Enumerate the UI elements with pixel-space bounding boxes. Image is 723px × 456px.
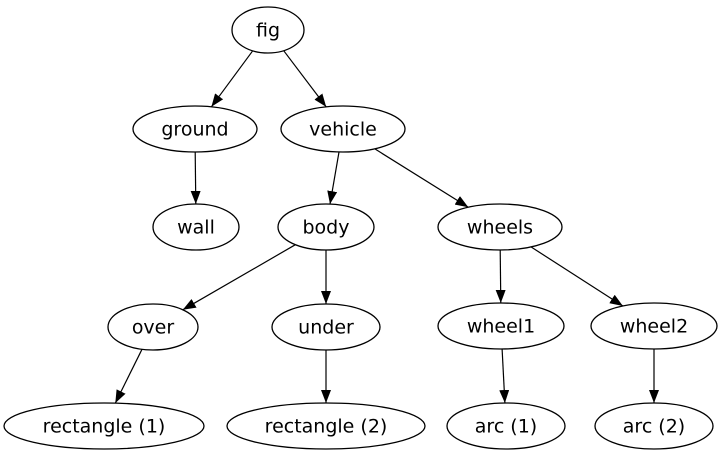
edge-over-to-rect1 (114, 349, 143, 404)
node-ellipse-fig (231, 6, 305, 54)
edge-body-to-over (182, 244, 296, 311)
node-ground: ground (132, 105, 258, 153)
node-wall: wall (152, 203, 240, 251)
node-label-rect1: rectangle (1) (43, 416, 166, 438)
edge-wheels-to-wheel2 (530, 246, 624, 307)
node-wheel1: wheel1 (437, 302, 565, 350)
node-fig: fig (231, 6, 305, 54)
node-label-arc2: arc (2) (623, 416, 685, 438)
node-under: under (271, 303, 381, 351)
edge-wheel1-to-arc1 (499, 348, 510, 404)
node-ellipse-ground (132, 105, 258, 153)
edge-layer (114, 50, 659, 404)
node-wheels: wheels (437, 203, 563, 251)
node-ellipse-rect1 (3, 402, 205, 450)
edge-ground-to-wall (190, 151, 201, 205)
node-over: over (107, 303, 199, 351)
node-ellipse-body (277, 203, 375, 251)
node-body: body (277, 203, 375, 251)
edge-vehicle-to-body (327, 151, 340, 205)
node-label-rect2: rectangle (2) (265, 416, 388, 438)
node-label-fig: fig (256, 20, 280, 42)
node-label-over: over (132, 317, 175, 339)
node-label-body: body (303, 217, 350, 239)
node-label-wheel2: wheel2 (620, 316, 688, 338)
node-label-wall: wall (177, 217, 215, 239)
edge-fig-to-ground (210, 50, 254, 108)
edge-fig-to-vehicle (283, 50, 327, 108)
edge-wheels-to-wheel1 (495, 249, 506, 304)
node-label-arc1: arc (1) (475, 416, 537, 438)
node-arc2: arc (2) (594, 402, 714, 450)
node-label-vehicle: vehicle (309, 119, 377, 141)
node-rect1: rectangle (1) (3, 402, 205, 450)
node-ellipse-under (271, 303, 381, 351)
node-rect2: rectangle (2) (226, 402, 426, 450)
node-label-under: under (298, 317, 354, 339)
node-arc1: arc (1) (446, 402, 566, 450)
node-label-wheels: wheels (467, 217, 533, 239)
node-ellipse-wheel2 (590, 302, 718, 350)
node-ellipse-vehicle (280, 105, 406, 153)
node-ellipse-over (107, 303, 199, 351)
node-ellipse-arc2 (594, 402, 714, 450)
node-label-ground: ground (161, 119, 228, 141)
node-wheel2: wheel2 (590, 302, 718, 350)
node-ellipse-wheels (437, 203, 563, 251)
edge-vehicle-to-wheels (374, 148, 469, 208)
node-vehicle: vehicle (280, 105, 406, 153)
node-ellipse-rect2 (226, 402, 426, 450)
node-ellipse-wheel1 (437, 302, 565, 350)
node-label-wheel1: wheel1 (467, 316, 535, 338)
node-ellipse-wall (152, 203, 240, 251)
node-ellipse-arc1 (446, 402, 566, 450)
node-layer: fig ground vehicle wall body wheels over under w… (3, 6, 718, 450)
